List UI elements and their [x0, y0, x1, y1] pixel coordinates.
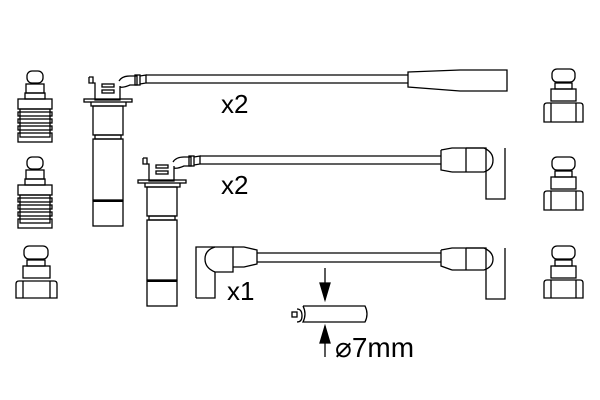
right-terminal-2-icon [543, 156, 584, 211]
lead-1-quantity-label: x2 [221, 89, 249, 119]
lead-1-icon [83, 69, 508, 227]
lead-2-icon [137, 147, 506, 307]
cable-diameter-label: ⌀7mm [335, 332, 415, 363]
lead-3-quantity-label: x1 [227, 276, 255, 306]
left-terminal-2-icon [17, 156, 53, 229]
left-terminal-1-icon [17, 70, 53, 143]
right-terminal-1-icon [543, 68, 584, 123]
lead-3-icon [195, 246, 506, 300]
lead-2-quantity-label: x2 [221, 170, 249, 200]
right-terminal-3-icon [543, 245, 584, 299]
cable-diameter-icon [291, 268, 368, 357]
left-terminal-3-icon [15, 245, 58, 299]
